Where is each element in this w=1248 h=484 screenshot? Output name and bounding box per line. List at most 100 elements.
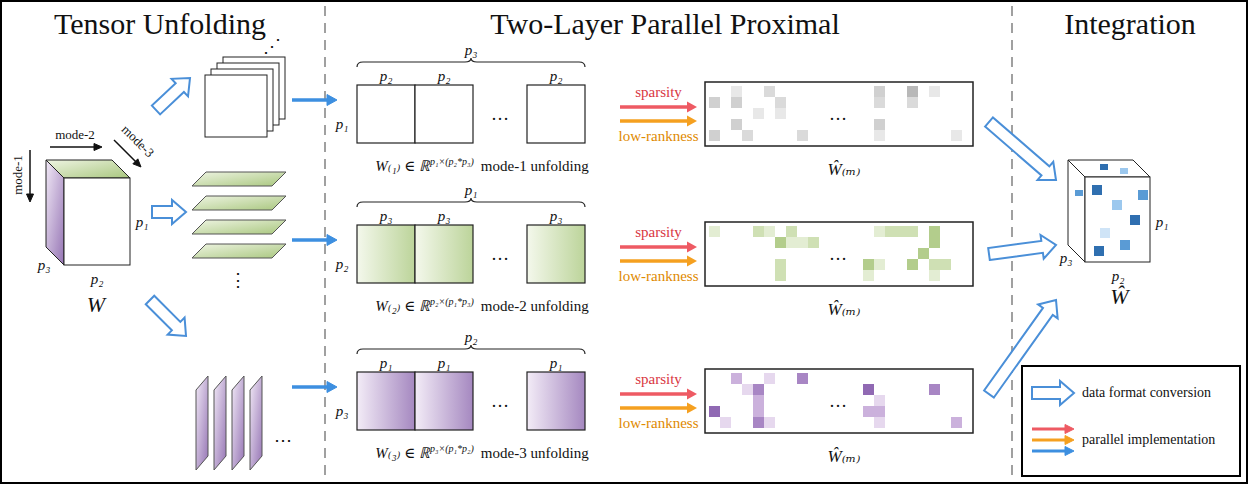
operation-label: sparsity	[635, 372, 682, 387]
arrow-head	[687, 256, 697, 267]
frontal-slice	[205, 75, 267, 137]
matrix-entry	[775, 259, 786, 270]
arrow-shaft	[620, 259, 688, 263]
matrix-entry	[709, 130, 720, 141]
dimension-label: p₁	[336, 117, 349, 132]
arrow-head	[687, 389, 697, 400]
sparse-matrix	[705, 82, 973, 146]
tensor-entry	[1094, 246, 1104, 256]
section-title: Two-Layer Parallel Proximal	[490, 9, 839, 39]
dimension-label: p₂	[465, 330, 478, 345]
matrix-block	[527, 225, 585, 283]
proximal-arrow	[620, 403, 697, 414]
dimension-superscript: p₃×(p₁*p₂)	[430, 443, 474, 454]
matrix-entry	[753, 406, 764, 417]
matrix-entry	[929, 226, 940, 237]
brace	[357, 345, 585, 354]
cube-top-face	[46, 160, 130, 178]
unfolding-matrix: W₍₂₎ ∈ ℝp₂×(p₁*p₃)mode-2 unfolding	[352, 225, 612, 315]
cube-front-face	[1085, 177, 1150, 262]
conversion-arrow	[985, 117, 1056, 180]
legend-sample	[1032, 381, 1074, 405]
arrow-shaft	[620, 406, 688, 410]
mode-arrow-head	[27, 194, 34, 202]
matrix-entry	[929, 259, 940, 270]
matrix-symbol: W₍₁₎ ∈ ℝ	[375, 158, 430, 174]
caption: W₍₂₎ ∈ ℝp₂×(p₁*p₃)mode-2 unfolding	[352, 297, 612, 315]
dimension-superscript: p₂×(p₁*p₃)	[430, 296, 474, 307]
unfolding-caption: mode-3 unfolding	[481, 445, 589, 461]
proximal-arrow	[620, 256, 697, 267]
mode-arrow-head	[94, 144, 102, 151]
cube-top-face	[1068, 160, 1150, 177]
operation-label: sparsity	[635, 85, 682, 100]
ellipsis: …	[829, 245, 847, 263]
horizontal-slice	[192, 196, 286, 210]
dimension-label: p₁	[136, 215, 149, 230]
input-tensor: W	[36, 148, 156, 318]
matrix-entry	[786, 237, 797, 248]
matrix-block	[415, 225, 473, 283]
matrix-entry	[764, 373, 775, 384]
matrix-entry	[764, 417, 775, 428]
matrix-entry	[775, 97, 786, 108]
matrix-entry	[907, 97, 918, 108]
mode-arrow	[50, 146, 95, 148]
mode-arrow	[29, 150, 31, 195]
matrix-entry	[753, 395, 764, 406]
matrix-entry	[753, 417, 764, 428]
matrix-entry	[863, 406, 874, 417]
conversion-arrow	[988, 235, 1056, 260]
legend-text: parallel implementation	[1082, 433, 1215, 447]
matrix-entry	[929, 270, 940, 281]
dimension-label: p₁	[1156, 215, 1169, 230]
unfolding-caption: mode-1 unfolding	[481, 158, 589, 174]
ellipsis: ⋮	[229, 271, 247, 289]
caption: Ŵ	[1062, 284, 1177, 310]
mode-label: mode-2	[55, 128, 95, 141]
matrix-entry	[885, 226, 896, 237]
matrix-entry	[742, 384, 753, 395]
tensor-entry	[1130, 215, 1140, 225]
matrix-entry	[731, 97, 742, 108]
parallel-arrow-head	[327, 382, 337, 393]
matrix-entry	[929, 86, 940, 97]
arrow-head	[687, 102, 697, 113]
matrix-entry	[929, 237, 940, 248]
caption: W₍₃₎ ∈ ℝp₃×(p₁*p₂)mode-3 unfolding	[352, 444, 612, 462]
tensor-symbol: Ŵ₍ₘ₎	[828, 160, 861, 179]
conversion-arrow	[984, 300, 1058, 397]
lateral-slice	[196, 376, 208, 470]
parallel-arrow	[292, 238, 328, 242]
proximal-arrow	[620, 102, 697, 113]
matrix-entry	[731, 119, 742, 130]
matrix-entry	[951, 417, 962, 428]
matrix-entry	[753, 384, 764, 395]
dimension-superscript: p₁×(p₂*p₃)	[430, 156, 474, 167]
caption: Ŵ₍ₘ₎	[705, 300, 983, 320]
matrix-entry	[709, 97, 720, 108]
conversion-arrow	[152, 200, 186, 224]
tensor-entry	[1092, 185, 1102, 195]
ellipsis: …	[491, 392, 509, 410]
matrix-entry	[874, 226, 885, 237]
dimension-label: p₃	[38, 258, 51, 273]
caption: W₍₁₎ ∈ ℝp₁×(p₂*p₃) mode-1 unfolding	[352, 157, 612, 175]
ellipsis: …	[491, 245, 509, 263]
legend-sample	[1032, 450, 1066, 453]
matrix-entry	[874, 119, 885, 130]
proximal-arrow	[620, 242, 697, 253]
cube-front-face	[64, 178, 130, 265]
ellipsis: …	[491, 105, 509, 123]
brace	[357, 198, 585, 207]
lateral-slice	[214, 376, 226, 470]
section-title: Integration	[1064, 9, 1196, 39]
matrix-entry	[775, 108, 786, 119]
matrix-entry	[874, 86, 885, 97]
operation-label: sparsity	[635, 225, 682, 240]
dimension-label: p₃	[336, 404, 349, 419]
tensor-entry	[1075, 190, 1083, 196]
